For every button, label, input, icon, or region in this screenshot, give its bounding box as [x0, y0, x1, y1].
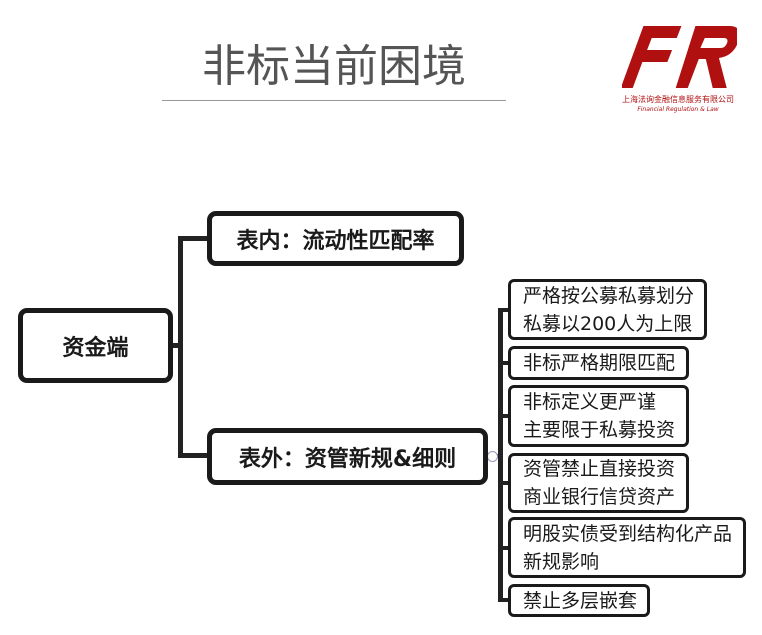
title-underline: [162, 100, 506, 101]
branch-node-offbalance[interactable]: 表外：资管新规&细则: [207, 428, 488, 485]
leaf-text: 新规影响: [523, 550, 600, 573]
connector: [178, 236, 208, 241]
logo-company-cn: 上海法询金融信息服务有限公司: [622, 95, 734, 104]
leaf-text: 禁止多层嵌套: [523, 589, 638, 612]
leaf-text: 主要限于私募投资: [523, 419, 676, 441]
logo-company-en: Financial Regulation & Law: [637, 106, 719, 113]
leaf-text: 非标严格期限匹配: [523, 352, 676, 374]
fr-logo: [622, 26, 737, 88]
leaf-node[interactable]: 明股实债受到结构化产品新规影响: [508, 517, 746, 578]
leaf-node[interactable]: 禁止多层嵌套: [508, 584, 650, 617]
root-node[interactable]: 资金端: [18, 308, 173, 383]
leaf-text: 明股实债受到结构化产品: [523, 522, 733, 545]
connector: [498, 308, 503, 602]
leaf-text: 非标定义更严谨: [523, 391, 657, 413]
leaf-node[interactable]: 非标严格期限匹配: [508, 346, 689, 380]
leaf-text: 资管禁止直接投资: [523, 458, 676, 480]
connector: [178, 453, 208, 458]
collapse-toggle[interactable]: [487, 451, 498, 462]
connector: [172, 343, 182, 348]
page-title: 非标当前困境: [202, 41, 466, 92]
leaf-node[interactable]: 资管禁止直接投资商业银行信贷资产: [508, 453, 689, 513]
connector: [498, 414, 510, 418]
branch-node-onbalance[interactable]: 表内：流动性匹配率: [207, 211, 464, 266]
connector: [498, 546, 510, 550]
leaf-text: 私募以200人为上限: [523, 312, 693, 335]
leaf-node[interactable]: 严格按公募私募划分私募以200人为上限: [508, 279, 707, 340]
leaf-text: 严格按公募私募划分: [523, 284, 695, 307]
connector: [498, 308, 510, 312]
connector: [498, 361, 510, 365]
connector: [498, 481, 510, 485]
connector: [178, 236, 183, 458]
leaf-text: 商业银行信贷资产: [523, 486, 676, 508]
connector: [498, 598, 510, 602]
leaf-node[interactable]: 非标定义更严谨主要限于私募投资: [508, 385, 689, 447]
